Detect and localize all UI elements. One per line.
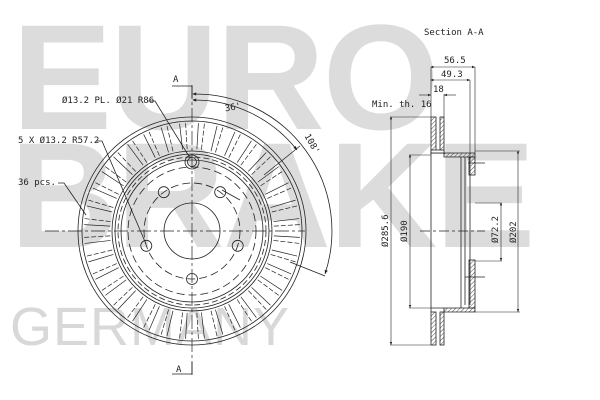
bolt-hole — [140, 239, 153, 252]
callout-bolt-holes: 5 X Ø13.2 R57.2 — [18, 136, 100, 146]
section-view — [389, 65, 520, 346]
dim-center-bore: Ø72.2 — [491, 215, 501, 243]
dim-hat-outer: Ø202 — [509, 221, 519, 243]
dim-outer-diameter: Ø285.6 — [381, 214, 391, 247]
front-view-disc — [45, 85, 333, 375]
section-marker-bottom: A — [176, 365, 182, 375]
bolt-hole — [157, 186, 170, 199]
callout-vanes: 36 pcs. — [18, 178, 56, 188]
section-marker-top: A — [173, 75, 179, 85]
watermark-germany: GERMANY — [10, 297, 291, 357]
dim-total-height: 56.5 — [444, 56, 466, 66]
section-title: Section A-A — [424, 28, 484, 38]
callout-top-hole: Ø13.2 PL. Ø21 R86 — [62, 96, 155, 106]
dim-min-thickness: Min. th. 16 — [372, 100, 432, 110]
dim-hat-height: 49.3 — [441, 70, 463, 80]
dim-hat-diameter: Ø190 — [400, 220, 410, 242]
dim-disc-thickness: 18 — [433, 85, 444, 95]
